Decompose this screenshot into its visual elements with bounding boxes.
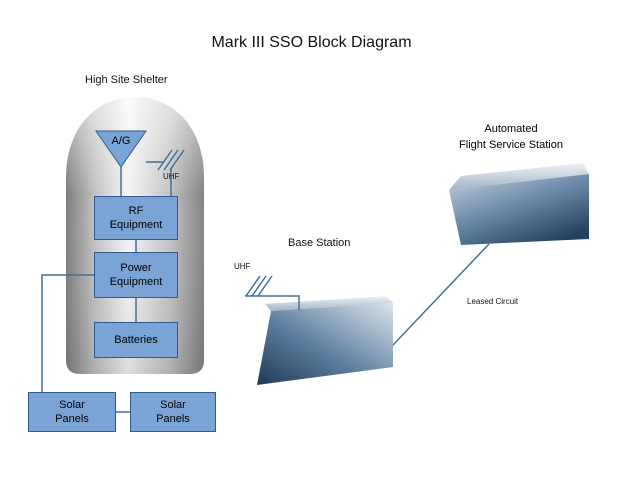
base-station-label: Base Station [288, 237, 351, 249]
power-equipment-box: Power Equipment [94, 252, 178, 298]
base-station-top-face [265, 296, 393, 311]
shelter-uhf-antenna-icon [146, 149, 185, 196]
solar-left-label-line1: Solar [59, 399, 85, 411]
solar-left-label-line2: Panels [55, 413, 89, 425]
afss-label-line1: Automated [484, 123, 538, 135]
base-uhf-antenna-icon [245, 275, 300, 310]
solar-panels-left-box: Solar Panels [28, 392, 116, 432]
base-station-shape [257, 303, 393, 385]
connector-leased-circuit [392, 243, 490, 346]
solar-right-label-line2: Panels [156, 413, 190, 425]
solar-right-label-line1: Solar [160, 399, 186, 411]
diagram-title: Mark III SSO Block Diagram [211, 34, 412, 51]
rf-equipment-box: RF Equipment [94, 196, 178, 240]
afss-label: Automated Flight Service Station [430, 121, 592, 153]
batteries-box: Batteries [94, 322, 178, 358]
rf-equipment-label-line2: Equipment [109, 219, 163, 231]
power-equipment-label-line1: Power [120, 262, 152, 274]
batteries-label: Batteries [114, 334, 158, 346]
base-uhf-label: UHF [234, 262, 251, 271]
afss-shape [449, 174, 589, 245]
afss-label-line2: Flight Service Station [459, 139, 563, 151]
leased-circuit-label: Leased Circuit [467, 297, 519, 306]
rf-equipment-label-line1: RF [128, 205, 144, 217]
solar-panels-right-box: Solar Panels [130, 392, 216, 432]
shelter-uhf-label: UHF [163, 172, 180, 181]
high-site-shelter-label: High Site Shelter [85, 74, 168, 86]
ag-label: A/G [111, 135, 131, 147]
afss-top-face [449, 163, 589, 190]
connector-power-to-solar [41, 274, 94, 392]
power-equipment-label-line2: Equipment [109, 276, 163, 288]
ag-antenna-triangle [95, 130, 147, 168]
